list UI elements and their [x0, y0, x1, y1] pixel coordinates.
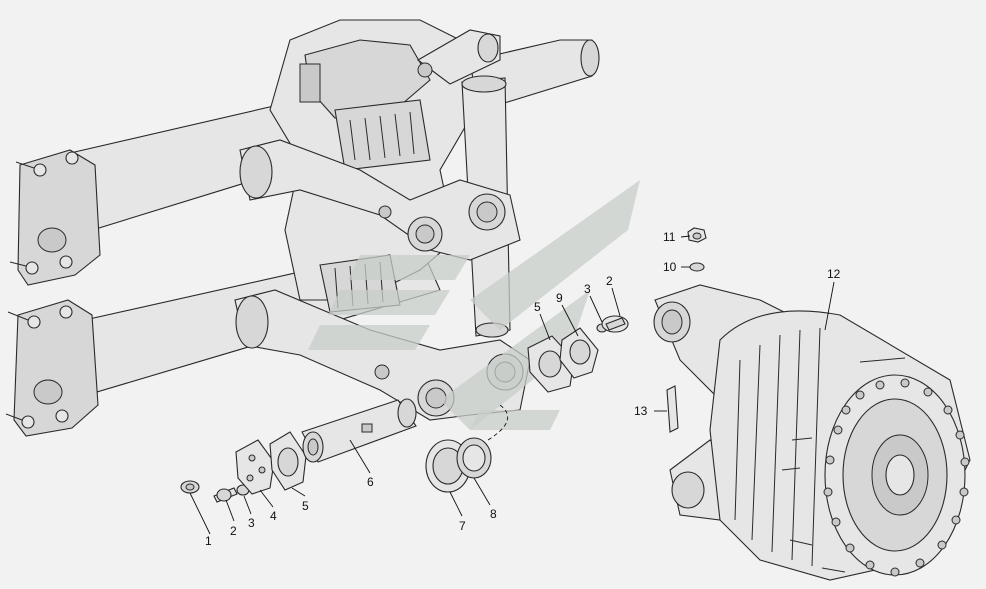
part-10-washer [689, 262, 705, 272]
part-13-pin [666, 385, 679, 433]
callout-13: 13 [634, 404, 648, 418]
callout-6: 6 [367, 475, 374, 489]
part-6-pin [301, 398, 417, 463]
part-2-bolt [213, 487, 238, 503]
callout-2-left: 2 [230, 524, 237, 538]
callout-3-right: 3 [584, 282, 591, 296]
callout-labels: 1 2 3 4 5 6 7 8 5 9 3 2 11 10 12 13 [205, 230, 841, 548]
callout-3-left: 3 [248, 516, 255, 530]
callout-4: 4 [270, 509, 277, 523]
callout-12: 12 [827, 267, 841, 281]
callout-11: 11 [663, 230, 676, 244]
callout-2-right: 2 [606, 274, 613, 288]
part-9-cover [559, 327, 599, 379]
callout-1: 1 [205, 534, 212, 548]
callout-9: 9 [556, 291, 563, 305]
callout-5-right: 5 [534, 300, 541, 314]
part-12-hub-unit [653, 284, 971, 581]
upper-torque-rod [239, 139, 521, 261]
part-11-nut [687, 227, 707, 243]
callout-10: 10 [663, 260, 677, 274]
part-4-cover [235, 439, 275, 495]
callout-5-left: 5 [302, 499, 309, 513]
callout-8: 8 [490, 507, 497, 521]
upper-left-flange [9, 149, 101, 286]
part-1-nut [180, 480, 200, 494]
callout-7: 7 [459, 519, 466, 533]
lower-left-flange [5, 299, 99, 437]
leader-lines [189, 235, 835, 535]
part-8-seal [456, 437, 492, 479]
part-2-bolt-right [601, 315, 629, 333]
watermark-logo [308, 180, 640, 430]
part-5-gasket-left [269, 431, 307, 491]
